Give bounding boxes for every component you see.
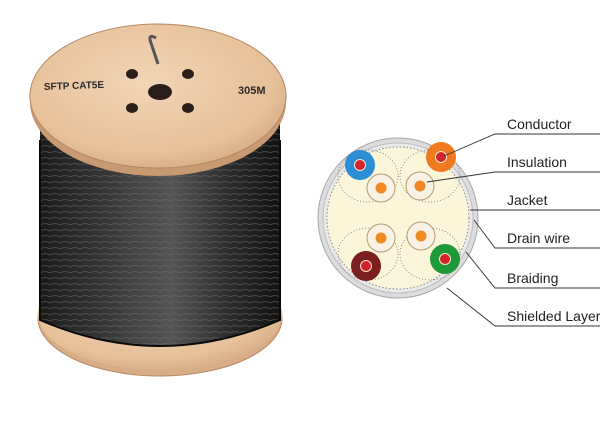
- conductor-core: [415, 230, 427, 242]
- callout-labels: Conductor Insulation Jacket Drain wire B…: [507, 116, 600, 324]
- leader-braiding: [465, 251, 600, 289]
- pair-shield: [337, 227, 399, 281]
- pair-shield: [399, 149, 461, 203]
- label-shielded-layer: Shielded Layer: [507, 308, 600, 324]
- conductor-core: [375, 182, 387, 194]
- leader-shielded-layer: [446, 287, 600, 327]
- label-jacket: Jacket: [507, 192, 548, 208]
- cable-tail: [148, 34, 160, 65]
- conductor-core: [375, 232, 387, 244]
- reel-label-type: SFTP CAT5E: [44, 80, 105, 93]
- leader-conductor: [443, 133, 600, 157]
- pair-shield: [337, 149, 399, 203]
- label-braiding: Braiding: [507, 270, 558, 286]
- label-conductor: Conductor: [507, 116, 572, 132]
- leader-drain-wire: [473, 219, 600, 249]
- reel-label-length: 305M: [238, 85, 266, 97]
- pair-orange-core: [435, 151, 447, 163]
- leader-insulation: [426, 171, 600, 183]
- reel-hole: [126, 69, 138, 79]
- pair-blue-core: [354, 159, 366, 171]
- label-drain-wire: Drain wire: [507, 230, 570, 246]
- pair-shield: [399, 227, 461, 281]
- label-insulation: Insulation: [507, 154, 567, 170]
- conductor-core: [414, 180, 426, 192]
- cable-reel: SFTP CAT5E 305M: [29, 23, 287, 377]
- pair-brown-core: [360, 260, 372, 272]
- reel-hole: [148, 84, 172, 100]
- reel-hole: [182, 69, 194, 79]
- pair-green-core: [439, 253, 451, 265]
- reel-hole: [182, 103, 194, 113]
- reel-hole: [126, 103, 138, 113]
- callout-leaders: [426, 133, 600, 327]
- wound-cable: [39, 118, 281, 347]
- cable-cross-section: [317, 137, 479, 299]
